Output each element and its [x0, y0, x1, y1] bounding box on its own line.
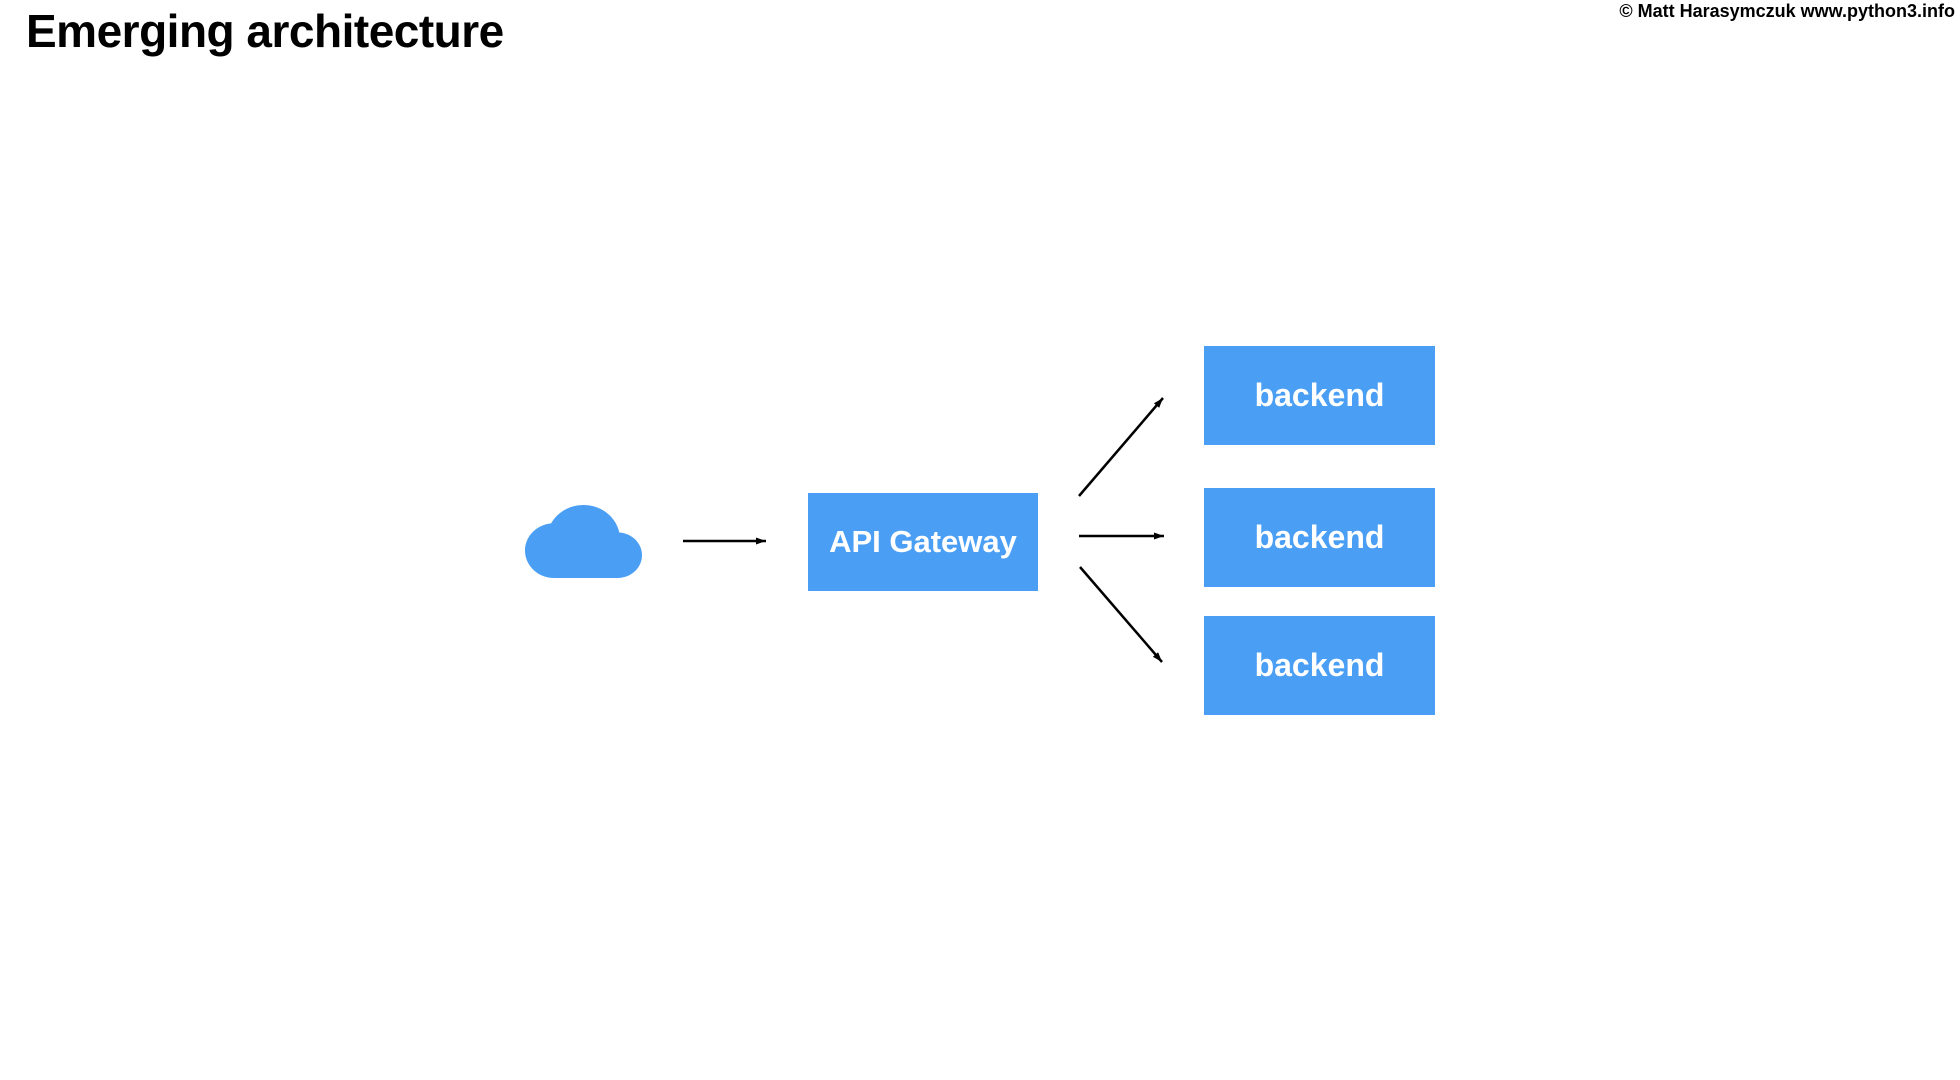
node-label: backend [1254, 519, 1385, 555]
node-backend-3: backend [1204, 616, 1435, 715]
cloud-icon-shape [525, 505, 642, 578]
node-api-gateway: API Gateway [808, 493, 1038, 591]
arrow-gateway-to-backend-3 [1079, 566, 1163, 663]
node-label: backend [1254, 377, 1385, 413]
slide-title: Emerging architecture [26, 5, 504, 57]
node-backend-2: backend [1204, 488, 1435, 587]
node-backend-1: backend [1204, 346, 1435, 445]
node-label: backend [1254, 647, 1385, 683]
arrow-gateway-to-backend-1 [1078, 397, 1164, 497]
cloud-icon [525, 505, 642, 578]
node-label: API Gateway [829, 524, 1017, 559]
copyright-notice: © Matt Harasymczuk www.python3.info [1619, 1, 1955, 21]
